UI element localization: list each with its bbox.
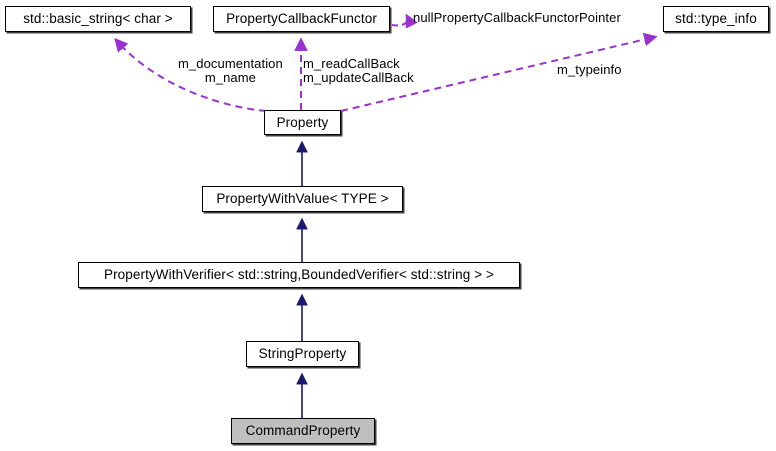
edge-label-line: m_documentation xyxy=(178,56,283,71)
class-label: std::basic_string< char > xyxy=(23,11,173,27)
edge-label-line: m_name xyxy=(204,70,257,85)
class-label: CommandProperty xyxy=(245,423,361,439)
class-label: PropertyWithVerifier< std::string,Bounde… xyxy=(103,267,495,283)
edge-label-line: m_updateCallBack xyxy=(303,70,414,85)
class-label: Property xyxy=(276,114,329,130)
edge-nullpropertycallbackfunctorpointer xyxy=(391,16,408,25)
class-label: StringProperty xyxy=(258,346,347,362)
class-label: std::type_info xyxy=(675,11,757,27)
class-node-string-property[interactable]: StringProperty xyxy=(246,341,359,367)
class-node-property-with-verifier[interactable]: PropertyWithVerifier< std::string,Bounde… xyxy=(78,262,520,288)
edge-label-m-documentation-m-name: m_documentation m_name xyxy=(178,57,283,85)
class-label: PropertyWithValue< TYPE > xyxy=(216,191,389,207)
edge-label-line: m_readCallBack xyxy=(303,56,400,71)
class-node-std-basic-string[interactable]: std::basic_string< char > xyxy=(5,6,191,32)
edge-label-line: nullPropertyCallbackFunctorPointer xyxy=(413,10,621,25)
class-node-command-property[interactable]: CommandProperty xyxy=(231,418,375,444)
class-label: PropertyCallbackFunctor xyxy=(226,11,377,27)
edge-label-nullpropertycallbackfunctorpointer: nullPropertyCallbackFunctorPointer xyxy=(413,11,621,25)
edge-label-m-readcallback-m-updatecallback: m_readCallBack m_updateCallBack xyxy=(303,57,414,85)
class-node-property-callback-functor[interactable]: PropertyCallbackFunctor xyxy=(213,6,390,32)
class-node-property-with-value[interactable]: PropertyWithValue< TYPE > xyxy=(202,186,403,212)
class-node-std-type-info[interactable]: std::type_info xyxy=(663,6,769,32)
edge-label-m-typeinfo: m_typeinfo xyxy=(557,63,622,77)
class-node-property[interactable]: Property xyxy=(264,110,341,135)
edge-label-line: m_typeinfo xyxy=(557,62,622,77)
